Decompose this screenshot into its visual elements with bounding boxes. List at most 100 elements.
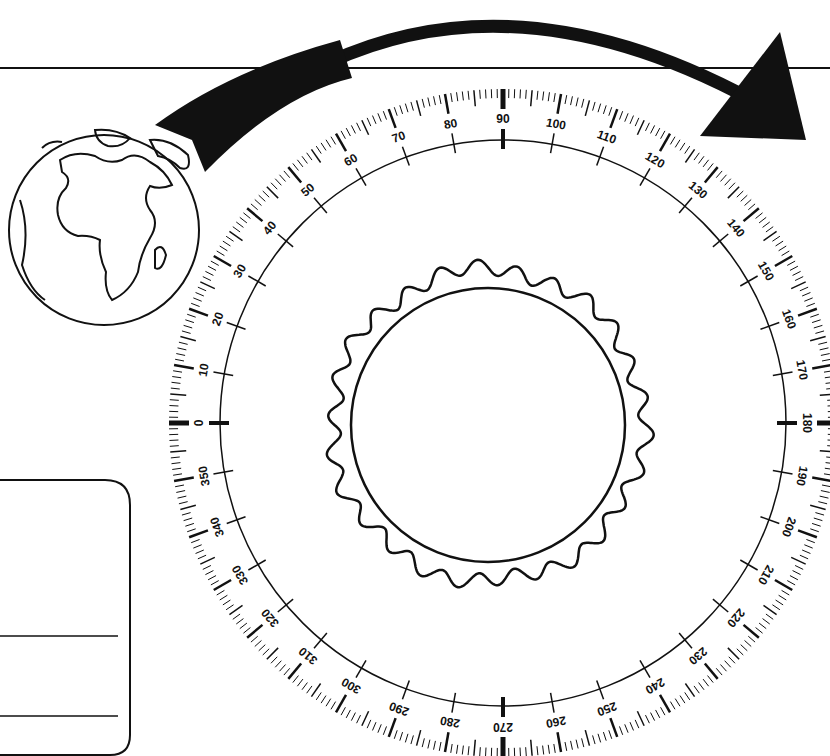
degree-tick	[815, 331, 824, 333]
degree-tick	[217, 251, 225, 256]
degree-tick	[180, 505, 195, 509]
degree-tick	[685, 146, 690, 153]
degree-tick	[445, 732, 448, 752]
degree-tick	[491, 89, 492, 98]
degree-tick	[383, 726, 386, 734]
degree-tick	[428, 740, 430, 749]
degree-tick	[531, 90, 532, 106]
degree-tick	[740, 276, 757, 286]
degree-tick	[680, 696, 685, 704]
degree-tick	[402, 147, 409, 166]
degree-tick	[439, 742, 441, 751]
degree-tick	[793, 571, 801, 575]
degree-tick	[729, 183, 735, 189]
degree-tick	[800, 287, 808, 291]
degree-tick	[828, 417, 830, 418]
degree-tick	[779, 595, 787, 600]
degree-ring	[220, 140, 786, 706]
degree-label: 110	[596, 128, 618, 146]
degree-tick	[169, 440, 178, 441]
degree-tick	[394, 107, 397, 116]
degree-tick	[182, 331, 191, 333]
degree-tick	[169, 434, 178, 435]
degree-tick	[760, 322, 779, 329]
degree-tick	[405, 104, 408, 113]
degree-tick	[417, 730, 421, 745]
degree-tick	[773, 471, 793, 474]
degree-tick	[514, 748, 515, 756]
degree-tick	[351, 713, 355, 721]
degree-tick	[172, 377, 181, 378]
degree-tick	[203, 565, 211, 569]
degree-tick	[302, 156, 307, 163]
degree-tick	[307, 686, 312, 693]
degree-tick	[175, 485, 184, 487]
degree-tick	[828, 411, 830, 412]
degree-tick	[184, 325, 193, 328]
degree-tick	[185, 320, 194, 323]
degree-tick	[699, 683, 704, 690]
degree-tick	[637, 120, 644, 135]
degree-tick	[558, 732, 561, 752]
degree-tick	[357, 715, 361, 723]
degree-tick	[582, 99, 584, 108]
degree-tick	[357, 123, 361, 131]
degree-tick	[485, 89, 486, 98]
degree-tick	[198, 287, 206, 291]
degree-tick	[713, 599, 728, 612]
degree-tick	[744, 208, 759, 221]
degree-tick	[271, 657, 277, 663]
degree-tick	[378, 113, 381, 121]
degree-tick	[184, 518, 193, 521]
degree-tick	[656, 710, 660, 718]
degree-tick	[182, 513, 191, 515]
degree-label: 70	[391, 129, 408, 145]
write-line	[0, 715, 118, 717]
degree-label: 250	[596, 700, 619, 718]
degree-tick	[189, 309, 208, 316]
degree-tick	[773, 372, 793, 375]
degree-tick	[501, 89, 506, 109]
degree-tick	[356, 660, 366, 677]
degree-label: 270	[493, 721, 513, 733]
degree-tick	[640, 660, 650, 677]
degree-tick	[169, 405, 178, 406]
degree-tick	[400, 732, 403, 741]
degree-tick	[248, 276, 265, 286]
degree-tick	[806, 303, 814, 306]
degree-tick	[558, 94, 561, 114]
degree-tick	[820, 496, 829, 498]
degree-tick	[411, 102, 413, 111]
degree-tick	[501, 737, 506, 756]
degree-tick	[625, 724, 628, 732]
degree-tick	[609, 730, 612, 739]
degree-tick	[787, 261, 795, 265]
degree-tick	[775, 580, 792, 590]
degree-tick	[812, 523, 821, 526]
degree-tick	[351, 125, 355, 133]
degree-tick	[171, 456, 180, 458]
degree-tick	[362, 711, 369, 726]
degree-tick	[179, 502, 188, 504]
degree-label: 340	[208, 516, 226, 539]
degree-tick	[278, 234, 293, 247]
degree-tick	[170, 451, 186, 452]
degree-tick	[582, 738, 584, 747]
degree-tick	[302, 683, 307, 690]
degree-tick	[571, 96, 573, 105]
degree-tick	[196, 550, 204, 554]
degree-tick	[812, 365, 830, 368]
degree-label: 300	[339, 676, 362, 696]
degree-label: 260	[545, 715, 567, 730]
degree-tick	[745, 640, 752, 646]
degree-tick	[451, 744, 452, 753]
degree-tick	[814, 325, 823, 328]
degree-tick	[220, 595, 228, 600]
degree-tick	[820, 451, 830, 452]
degree-tick	[198, 555, 206, 559]
degree-tick	[694, 686, 699, 693]
degree-tick	[763, 605, 776, 614]
degree-tick	[169, 417, 178, 418]
degree-tick	[685, 149, 694, 162]
degree-tick	[576, 740, 578, 749]
